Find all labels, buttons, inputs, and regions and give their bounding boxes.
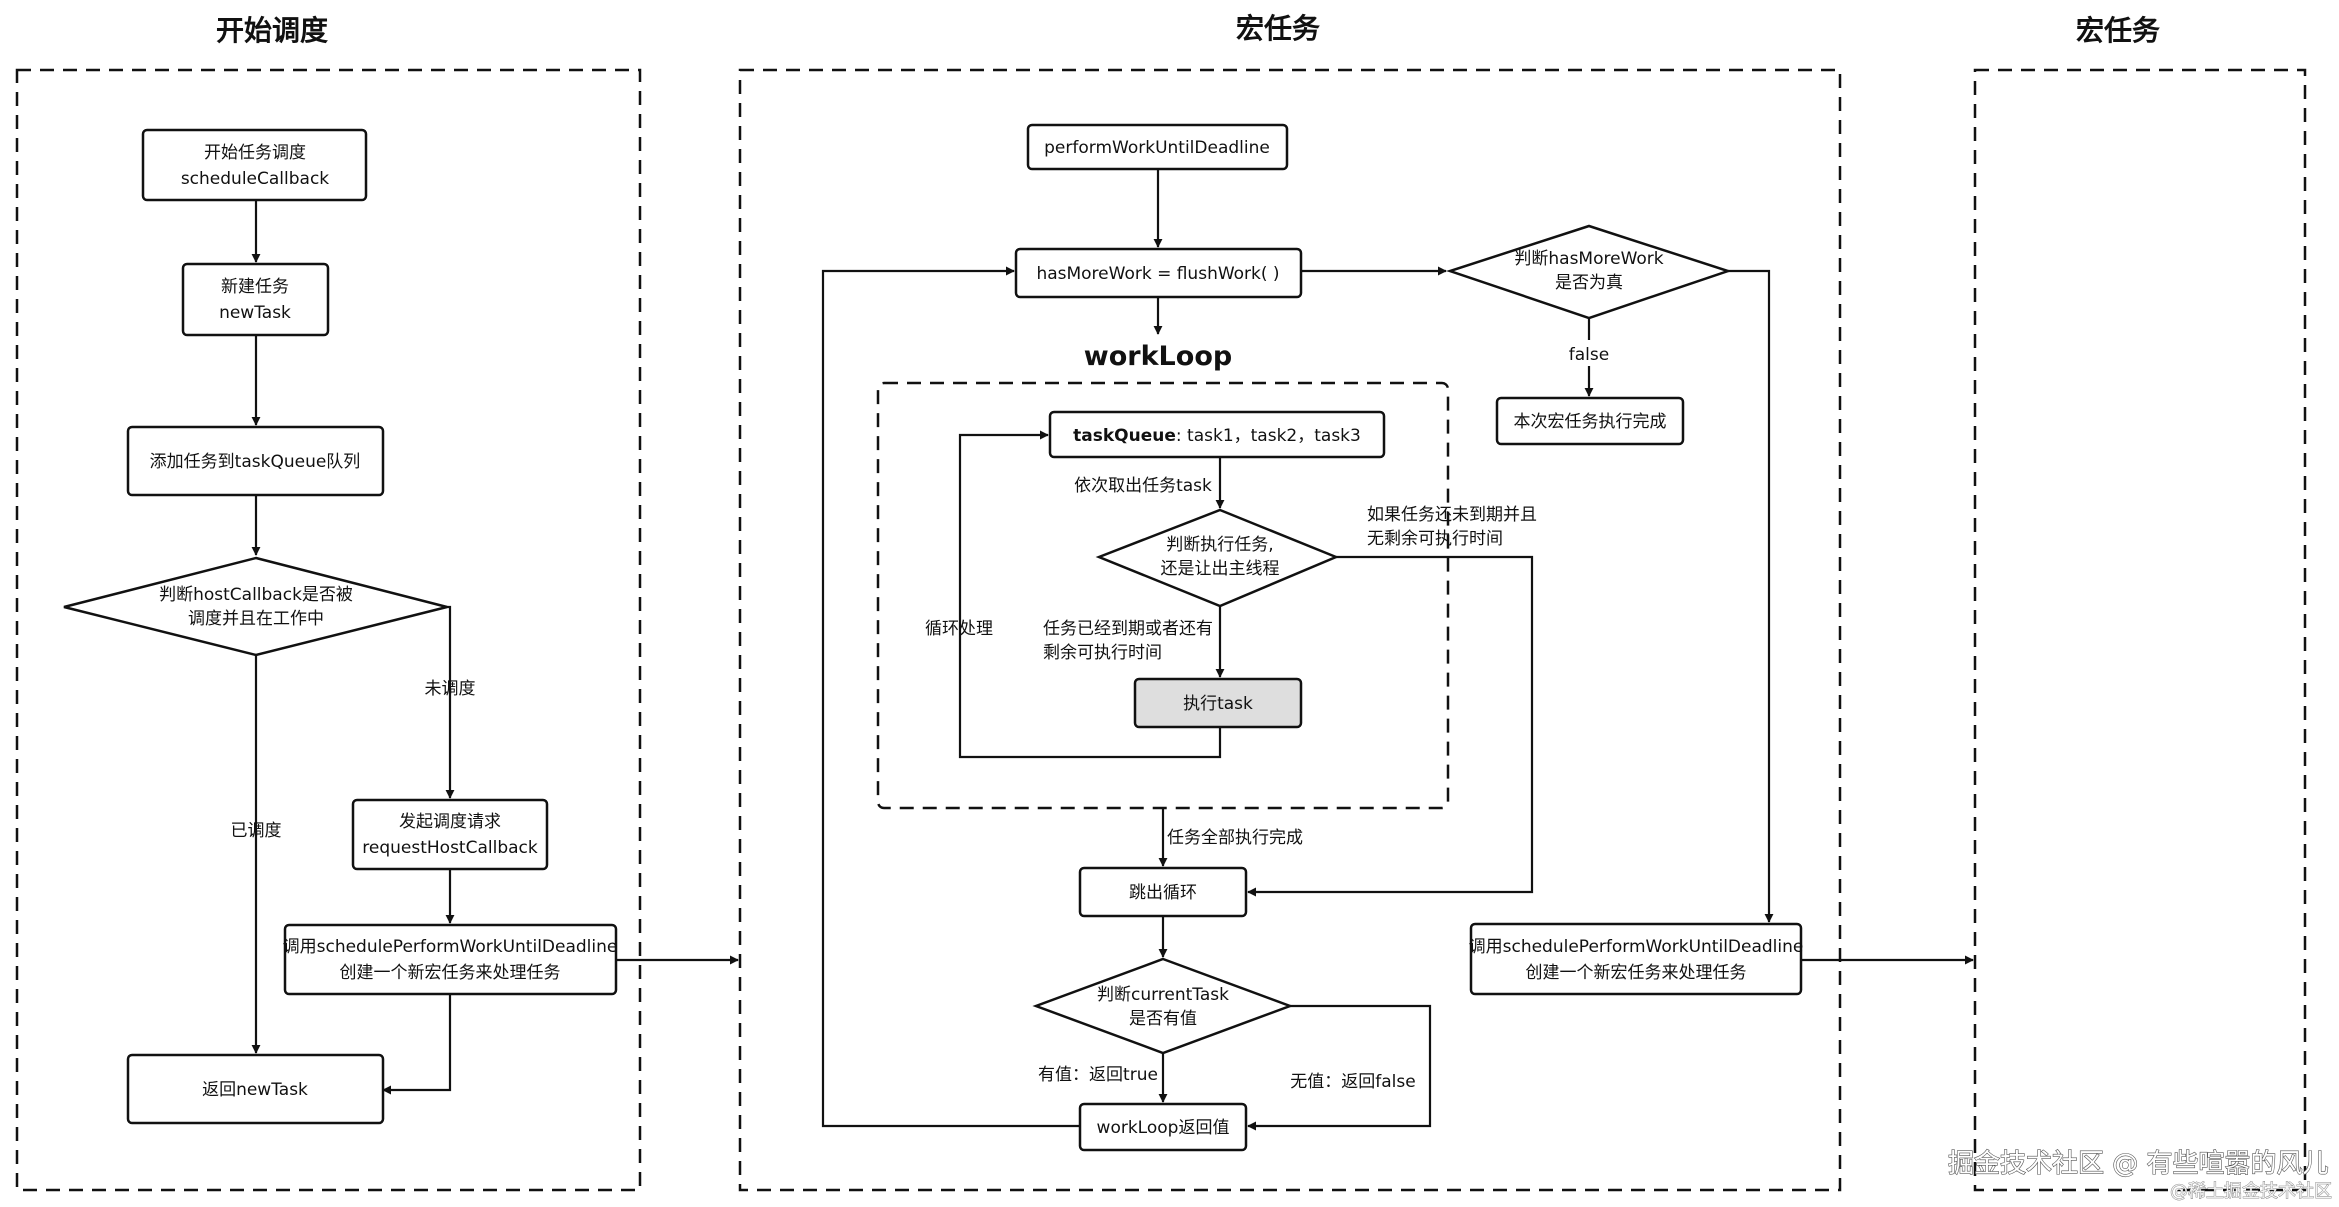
svg-text:返回newTask: 返回newTask (202, 1080, 308, 1100)
task-queue-items: : task1，task2，task3 (1176, 426, 1361, 446)
section-title-left: 开始调度 (216, 14, 328, 47)
svg-text:是否为真: 是否为真 (1555, 273, 1623, 293)
watermark-sub: @稀土掘金技术社区 (2170, 1181, 2332, 1202)
svg-text:开始任务调度: 开始任务调度 (204, 143, 306, 163)
svg-text:判断执行任务,: 判断执行任务, (1166, 535, 1273, 555)
edge-judgecurrent-return-false (1247, 1004, 1432, 1131)
svg-text:本次宏任务执行完成: 本次宏任务执行完成 (1514, 412, 1667, 432)
node-workloop-return: workLoop返回值 (1078, 1102, 1248, 1152)
section-title-right: 宏任务 (2076, 14, 2160, 47)
task-queue-label: taskQueue (1073, 426, 1176, 446)
node-flush-work: hasMoreWork = flushWork( ) (1014, 247, 1303, 299)
node-perform-work-until-deadline: performWorkUntilDeadline (1026, 123, 1289, 171)
node-macrotask-done: 本次宏任务执行完成 (1495, 396, 1685, 446)
frame-macrotask-middle (738, 68, 1842, 1192)
node-call-schedule-left: 调用schedulePerformWorkUntilDeadline 创建一个新… (283, 923, 618, 996)
section-title-middle: 宏任务 (1236, 12, 1320, 45)
svg-text:新建任务: 新建任务 (221, 277, 289, 297)
label-take-task: 依次取出任务task (1074, 476, 1212, 496)
svg-text:requestHostCallback: requestHostCallback (362, 838, 538, 858)
connectors (251, 169, 1974, 1131)
label-loop: 循环处理 (925, 619, 993, 639)
node-return-new-task: 返回newTask (126, 1053, 385, 1125)
svg-text:执行task: 执行task (1183, 694, 1253, 714)
svg-text:scheduleCallback: scheduleCallback (181, 169, 329, 189)
svg-text:newTask: newTask (219, 303, 291, 323)
edge-judgeexec-jump (1247, 555, 1534, 897)
edge-call-return (382, 994, 452, 1095)
svg-text:workLoop返回值: workLoop返回值 (1097, 1118, 1230, 1138)
edge-judge-request (445, 605, 455, 799)
label-all-done: 任务全部执行完成 (1167, 828, 1303, 848)
node-judge-current-task: 判断currentTask 是否有值 (1032, 957, 1294, 1055)
node-request-host-callback: 发起调度请求 requestHostCallback (351, 798, 549, 871)
node-task-queue: taskQueue: task1，task2，task3 (1048, 410, 1386, 459)
frame-macrotask-right (1973, 68, 2307, 1192)
label-has-value: 有值：返回true (1038, 1065, 1158, 1085)
node-start-scheduling: 开始任务调度 scheduleCallback (141, 128, 368, 202)
svg-text:判断hostCallback是否被: 判断hostCallback是否被 (159, 585, 353, 605)
svg-text:调用schedulePerformWorkUntilDead: 调用schedulePerformWorkUntilDeadline (1469, 937, 1804, 957)
node-exec-task: 执行task (1133, 677, 1303, 729)
label-false: false (1569, 345, 1609, 365)
edge-return-to-flush (821, 266, 1079, 1128)
label-expired-line1: 任务已经到期或者还有 (1043, 619, 1213, 639)
frame-start-scheduling (15, 68, 642, 1192)
svg-text:判断hasMoreWork: 判断hasMoreWork (1514, 249, 1663, 269)
svg-text:创建一个新宏任务来处理任务: 创建一个新宏任务来处理任务 (340, 963, 561, 983)
node-new-task: 新建任务 newTask (181, 262, 330, 337)
node-judge-exec: 判断执行任务, 还是让出主线程 (1095, 508, 1340, 608)
label-not-expired-line1: 如果任务还未到期并且 (1367, 505, 1537, 525)
label-false-bg (1562, 340, 1616, 366)
svg-text:performWorkUntilDeadline: performWorkUntilDeadline (1044, 138, 1270, 158)
label-not-scheduled: 未调度 (425, 679, 476, 699)
svg-text:hasMoreWork = flushWork( ): hasMoreWork = flushWork( ) (1036, 264, 1279, 284)
edge-judgemore-callright (1728, 269, 1774, 923)
label-scheduled: 已调度 (231, 821, 282, 841)
svg-text:taskQueue: task1，task2，task3: taskQueue: task1，task2，task3 (1073, 426, 1361, 446)
label-no-value: 无值：返回false (1290, 1072, 1415, 1092)
node-judge-host-callback: 判断hostCallback是否被 调度并且在工作中 (63, 556, 448, 657)
label-expired-line2: 剩余可执行时间 (1043, 643, 1162, 663)
workloop-title: workLoop (1084, 341, 1232, 372)
node-call-schedule-right: 调用schedulePerformWorkUntilDeadline 创建一个新… (1469, 922, 1804, 996)
svg-text:跳出循环: 跳出循环 (1129, 883, 1197, 903)
edge-exec-loopback (958, 430, 1222, 759)
svg-text:调用schedulePerformWorkUntilDead: 调用schedulePerformWorkUntilDeadline (283, 937, 618, 957)
label-not-expired-line2: 无剩余可执行时间 (1367, 529, 1503, 549)
node-add-to-queue: 添加任务到taskQueue队列 (126, 425, 385, 497)
svg-text:发起调度请求: 发起调度请求 (399, 812, 501, 832)
node-judge-has-more-work: 判断hasMoreWork 是否为真 (1446, 224, 1732, 320)
node-jump-out-loop: 跳出循环 (1078, 866, 1248, 918)
svg-text:判断currentTask: 判断currentTask (1097, 985, 1229, 1005)
svg-text:创建一个新宏任务来处理任务: 创建一个新宏任务来处理任务 (1526, 963, 1747, 983)
svg-text:调度并且在工作中: 调度并且在工作中 (188, 609, 324, 629)
watermark-main: 掘金技术社区 @ 有些喧嚣的风儿 (1948, 1149, 2329, 1179)
svg-text:是否有值: 是否有值 (1129, 1009, 1197, 1029)
svg-text:添加任务到taskQueue队列: 添加任务到taskQueue队列 (150, 452, 361, 472)
svg-text:还是让出主线程: 还是让出主线程 (1161, 559, 1280, 579)
